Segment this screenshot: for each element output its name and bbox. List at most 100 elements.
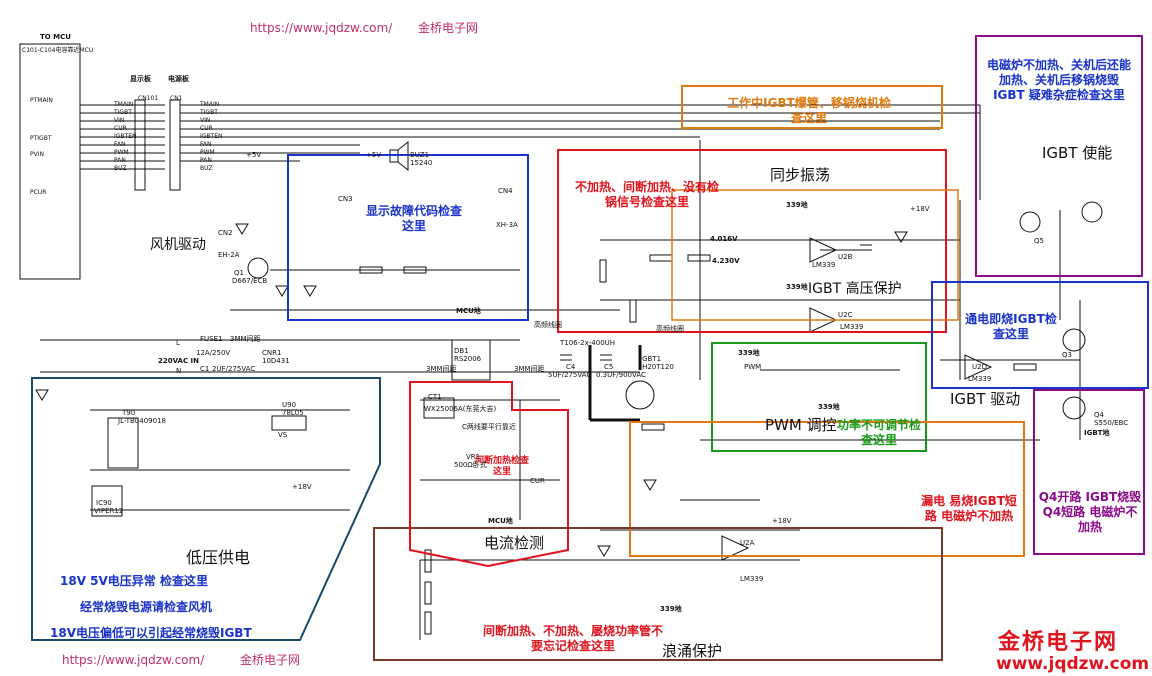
signal-label: VIN (114, 117, 125, 124)
signal-label: FAN (114, 141, 126, 148)
note-lv-fan: 经常烧毁电源请检查风机 (80, 600, 213, 614)
mcu-gnd-label-2: MCU地 (488, 517, 513, 525)
vr1-label: VR1 (466, 453, 481, 461)
ac-in-label: 220VAC IN (158, 357, 200, 365)
buzzer-cone (397, 140, 409, 172)
c5-label: C5 (604, 363, 614, 371)
footer-site-name: 金桥电子网 (240, 653, 301, 667)
c1-value: 2UF/275VAC (212, 365, 256, 373)
box-surge (373, 527, 943, 661)
u2a-label: U2A (740, 539, 755, 547)
coil-label-1: 高频线圈 (534, 321, 562, 329)
resistor-r41 (424, 581, 432, 605)
cn101-label: CN101 (138, 95, 159, 102)
signal-label: VIN (200, 117, 211, 124)
diode-d10 (275, 285, 289, 297)
mcu-pin-label: PTMAIN (30, 97, 53, 104)
t106-label: T106-2x-400UH (560, 339, 616, 347)
connector-cn1 (169, 99, 181, 191)
signal-label: IGBTEN (200, 133, 223, 140)
block-low-voltage: 低压供电 (186, 548, 251, 567)
v4016-label: 4.016V (710, 235, 738, 243)
block-pwm-control: PWM 调控 (765, 416, 837, 434)
signal-label: FAN (200, 141, 212, 148)
connector-cn101 (134, 99, 146, 191)
note-lv-18v-low: 18V电压偏低可以引起经常烧毁IGBT (50, 626, 252, 640)
c4-value: 5UF/275VAC (548, 371, 592, 379)
c1-label: C1 (200, 365, 210, 373)
cn1-label: CN1 (170, 95, 183, 102)
note-no-heat: 不加热、间断加热、没有检锅信号检查这里 (574, 180, 719, 209)
diode-d17 (894, 231, 908, 243)
q1-label: Q1 (234, 269, 244, 277)
block-igbt-enable: IGBT 使能 (1042, 144, 1113, 162)
eh2a-label: EH-2A (218, 251, 240, 259)
header-site-name: 金桥电子网 (418, 21, 479, 35)
note-igbt-burst: 工作中IGBT爆管、移锅烧机检查这里 (727, 96, 891, 125)
mm3-label-1: 3MM间距 (230, 335, 261, 343)
fuse-value: 12A/250V (196, 349, 231, 357)
plus5v-fan: +5V (246, 151, 262, 159)
block-fan-drive: 风机驱动 (150, 237, 206, 253)
transformer-t90 (107, 417, 139, 469)
note-display-fault: 显示故障代码检查这里 (366, 204, 463, 233)
mcu-pin-label: PVIN (30, 151, 44, 158)
t90-label: T90 (122, 409, 136, 417)
gnd339-sync: 339地 (786, 201, 808, 209)
box-power-on-burn (931, 281, 1149, 389)
block-surge-protect: 浪涌保护 (662, 642, 723, 660)
ic90-label: IC90 (96, 499, 112, 507)
plus18v-surge: +18V (772, 517, 792, 525)
signal-label: TIGBT (114, 109, 132, 116)
signal-label: PWM (200, 149, 215, 156)
header-url[interactable]: https://www.jqdzw.com/ (250, 21, 393, 35)
vr1-value: 500Ω卧式 (454, 461, 487, 469)
resistor-r15 (649, 254, 673, 262)
n-label: N (176, 367, 182, 375)
ct1-transformer (423, 397, 455, 419)
gnd339-surge: 339地 (660, 605, 682, 613)
buzzer-value: 15240 (410, 159, 433, 167)
mcu-connector (19, 43, 81, 280)
db1-label: DB1 (454, 347, 469, 355)
l-label: L (176, 339, 180, 347)
cnr1-label: CNR1 (262, 349, 282, 357)
logo-url: www.jqdzw.com (996, 654, 1150, 674)
note-power-on-burn: 通电即烧IGBT检查这里 (965, 312, 1057, 341)
pwm-label: PWM (744, 363, 762, 371)
signal-label: TMAIN (200, 101, 220, 108)
diode-d19 (597, 545, 611, 557)
gnd339-hv: 339地 (786, 283, 808, 291)
transistor-q3 (1062, 328, 1086, 352)
signal-label: BUZ (114, 165, 127, 172)
footer-url[interactable]: https://www.jqdzw.com/ (62, 653, 205, 667)
signal-label: CUR (114, 125, 127, 132)
diode-d20 (643, 479, 657, 491)
note-surge: 间断加热、不加热、屡烧功率管不要忘记检查这里 (482, 624, 663, 653)
cnr1-value: 10D431 (262, 357, 290, 365)
block-igbt-drive: IGBT 驱动 (950, 390, 1021, 408)
resistor-r13 (629, 299, 637, 323)
igbt1-value: IH20T120 (640, 363, 674, 371)
resistor-r42 (424, 611, 432, 635)
box-igbt-burst (681, 85, 943, 129)
to-mcu-label: TO MCU (40, 33, 71, 41)
c5-value: 0.3UF/900VAC (596, 371, 646, 379)
thick-power-path (588, 345, 642, 422)
igbt-gnd-label: IGBT地 (1084, 429, 1110, 437)
coil-label-2: 高频线圈 (656, 325, 684, 333)
diode-d90 (35, 389, 49, 401)
box-pwm (711, 342, 927, 452)
box-no-heat (557, 149, 947, 333)
ct1-label: CT1 (428, 393, 442, 401)
q4-label: Q4 (1094, 411, 1104, 419)
mcu-pin-label: PTIGBT (30, 135, 52, 142)
resistor-r40 (424, 549, 432, 573)
plus18v-sync: +18V (910, 205, 930, 213)
ic-viper12 (91, 485, 123, 517)
box-q4 (1033, 389, 1145, 555)
igbt1-label: IGBT1 (640, 355, 662, 363)
plus18v-lv: +18V (292, 483, 312, 491)
display-board-label: 显示板 (130, 75, 151, 83)
